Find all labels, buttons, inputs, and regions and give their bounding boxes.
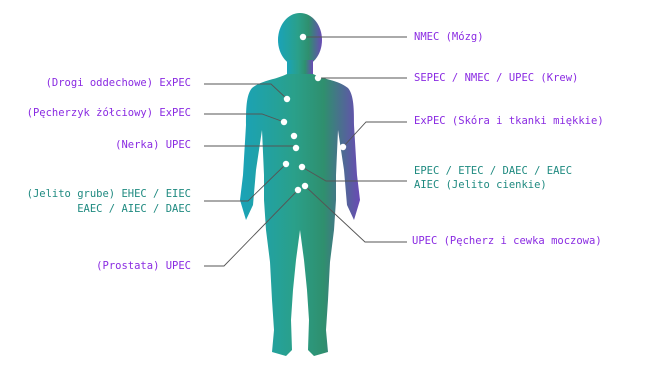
marker-small-intestine xyxy=(299,164,305,170)
marker-kidney xyxy=(291,133,297,139)
marker-large-intestine xyxy=(283,161,289,167)
label-pecherz: UPEC (Pęcherz i cewka moczowa) xyxy=(412,235,602,248)
label-pecherzyk: (Pęcherzyk żółciowy) ExPEC xyxy=(27,107,191,120)
head-shape xyxy=(278,13,322,67)
body-silhouette xyxy=(240,13,360,356)
label-nmec: NMEC (Mózg) xyxy=(414,31,484,44)
marker-respiratory xyxy=(284,96,290,102)
marker-bladder xyxy=(302,183,308,189)
label-jelito-cienkie-1: EPEC / ETEC / DAEC / EAEC xyxy=(414,165,572,178)
marker-skin xyxy=(340,144,346,150)
label-prostata: (Prostata) UPEC xyxy=(96,260,191,273)
marker-prostate xyxy=(295,187,301,193)
label-sepec: SEPEC / NMEC / UPEC (Krew) xyxy=(414,72,578,85)
marker-kidney-2 xyxy=(293,145,299,151)
label-jelito-grube-2: EAEC / AIEC / DAEC xyxy=(77,203,191,216)
label-drogi: (Drogi oddechowe) ExPEC xyxy=(46,77,191,90)
marker-brain xyxy=(300,34,306,40)
marker-gallbladder xyxy=(281,119,287,125)
label-skora: ExPEC (Skóra i tkanki miękkie) xyxy=(414,115,604,128)
label-jelito-grube-1: (Jelito grube) EHEC / EIEC xyxy=(27,188,191,201)
label-jelito-cienkie-2: AIEC (Jelito cienkie) xyxy=(414,179,547,192)
marker-blood xyxy=(315,75,321,81)
label-nerka: (Nerka) UPEC xyxy=(115,139,191,152)
torso-limbs-shape xyxy=(240,74,360,356)
